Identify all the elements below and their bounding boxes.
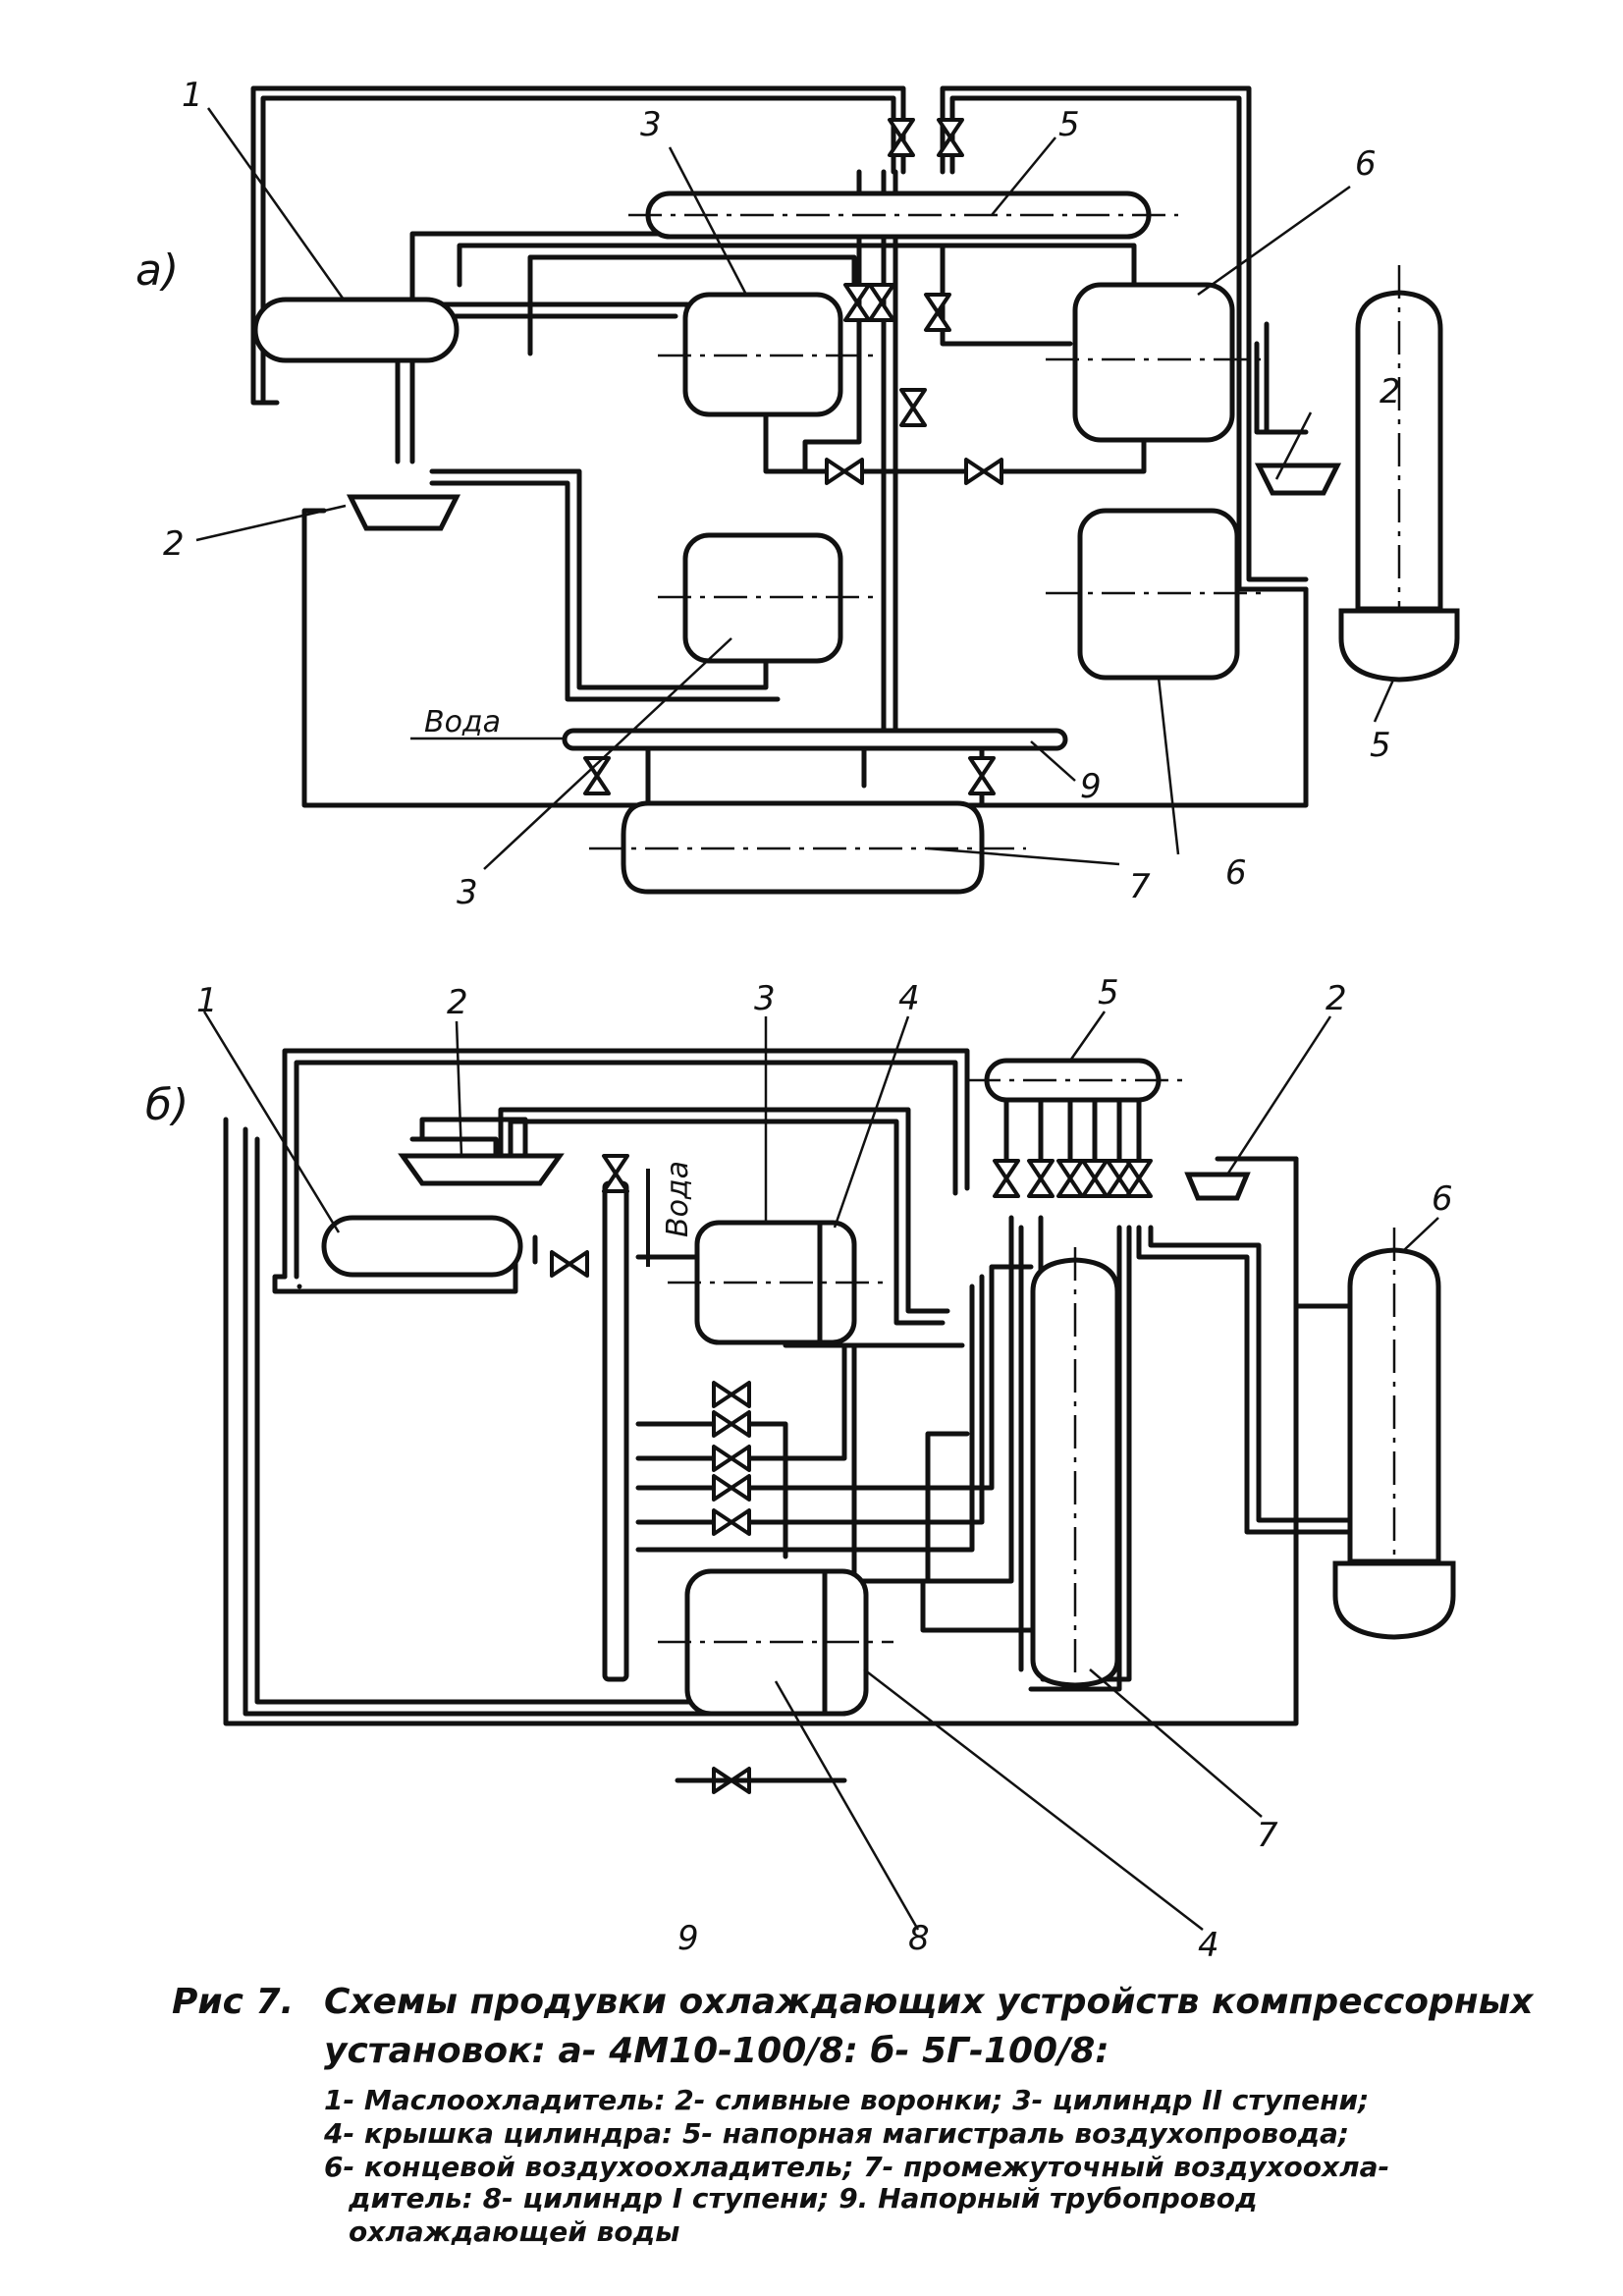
caption-title-line-1: Схемы продувки охлаждающих устройств ком… [324, 1982, 1535, 2022]
caption-legend-line-4: дитель: 8- цилиндр I ступени; 9. Напорны… [348, 2182, 1258, 2214]
scheme-a-label-2-left: 2 [163, 524, 185, 564]
caption-legend-line-2: 4- крышка цилиндра: 5- напорная магистра… [323, 2117, 1349, 2150]
scheme-b-cylinder-lower [658, 1568, 893, 1717]
scheme-b-label-6: 6 [1432, 1179, 1453, 1219]
scheme-b-cylinder-upper [668, 1220, 889, 1345]
scheme-b-label-4-bottom: 4 [1198, 1926, 1219, 1965]
scheme-b-aftercooler-column [1332, 1228, 1456, 1640]
scheme-a-air-header [628, 191, 1178, 240]
scheme-a-label-6-top: 6 [1355, 144, 1377, 184]
scheme-b-label-3: 3 [754, 979, 776, 1018]
scheme-b-label-4-top: 4 [898, 979, 920, 1018]
scheme-b-intercooler [1030, 1247, 1120, 1688]
scheme-a-cooler-lower [1046, 508, 1267, 681]
scheme-a-label-5-right: 5 [1370, 726, 1391, 765]
scheme-a-label-6-bottom: 6 [1225, 853, 1247, 893]
scheme-a-piping [250, 85, 1309, 808]
scheme-b-label-2-right: 2 [1325, 979, 1347, 1018]
scheme-b-label-5: 5 [1098, 973, 1119, 1012]
scheme-a-intercooler [589, 800, 1026, 895]
scheme-a-cylinder-lower [658, 532, 874, 664]
scheme-a-label-5-top: 5 [1058, 105, 1080, 144]
scheme-a-aftercooler-column [1338, 265, 1460, 683]
scheme-b-label-8: 8 [908, 1919, 930, 1958]
scheme-a-label-2-right: 2 [1380, 372, 1401, 411]
caption-title-line-2: установок: а- 4М10-100/8: б- 5Г-100/8: [324, 2031, 1109, 2071]
scheme-b-label-7: 7 [1257, 1816, 1278, 1855]
scheme-a-label-3-top: 3 [640, 105, 662, 144]
scheme-a-cooler-upper [1046, 282, 1267, 443]
scheme-b-label-1: 1 [196, 981, 218, 1020]
scheme-a-oil-cooler [252, 297, 460, 363]
scheme-a-water-label: Вода [424, 705, 501, 739]
scheme-a-label-3-bottom: 3 [457, 873, 478, 912]
scheme-b-oil-cooler [321, 1215, 523, 1278]
scheme-a-label-7: 7 [1129, 867, 1151, 906]
caption-legend-line-3: 6- концевой воздухоохладитель; 7- промеж… [324, 2151, 1389, 2183]
scheme-b-drain-funnel-left [398, 1153, 565, 1186]
scheme-a-drain-funnel-right [1259, 465, 1337, 493]
scheme-a-label-1: 1 [182, 76, 203, 115]
scheme-b-mark: б) [145, 1080, 189, 1130]
scheme-a-water-pipe [410, 728, 1068, 751]
scheme-a-drain-funnel-left [346, 494, 461, 531]
scheme-b-air-header [967, 1058, 1188, 1181]
scheme-b: б) [145, 973, 1456, 1965]
scheme-b-drain-funnel-right [1184, 1172, 1251, 1201]
scheme-a-cylinder-upper [658, 292, 874, 417]
scheme-b-water-pipe [602, 1180, 629, 1682]
scheme-b-label-9: 9 [677, 1919, 699, 1958]
scheme-a-label-9: 9 [1080, 767, 1102, 806]
caption-legend-line-5: охлаждающей воды [349, 2215, 680, 2248]
figure-caption: Рис 7. Схемы продувки охлаждающих устрой… [172, 1982, 1535, 2248]
scheme-b-water-label: Вода [661, 1161, 695, 1237]
scheme-a-leaders [195, 107, 1396, 870]
caption-legend-line-1: 1- Маслоохладитель: 2- сливные воронки; … [324, 2084, 1369, 2116]
scheme-b-piping [223, 1048, 1353, 1726]
caption-fig-label: Рис 7. [172, 1982, 294, 2022]
scheme-a-mark: a) [135, 246, 179, 296]
scheme-b-leaders [202, 1011, 1439, 1931]
scheme-b-label-2-left: 2 [447, 983, 468, 1022]
scheme-a: a) [135, 76, 1460, 912]
